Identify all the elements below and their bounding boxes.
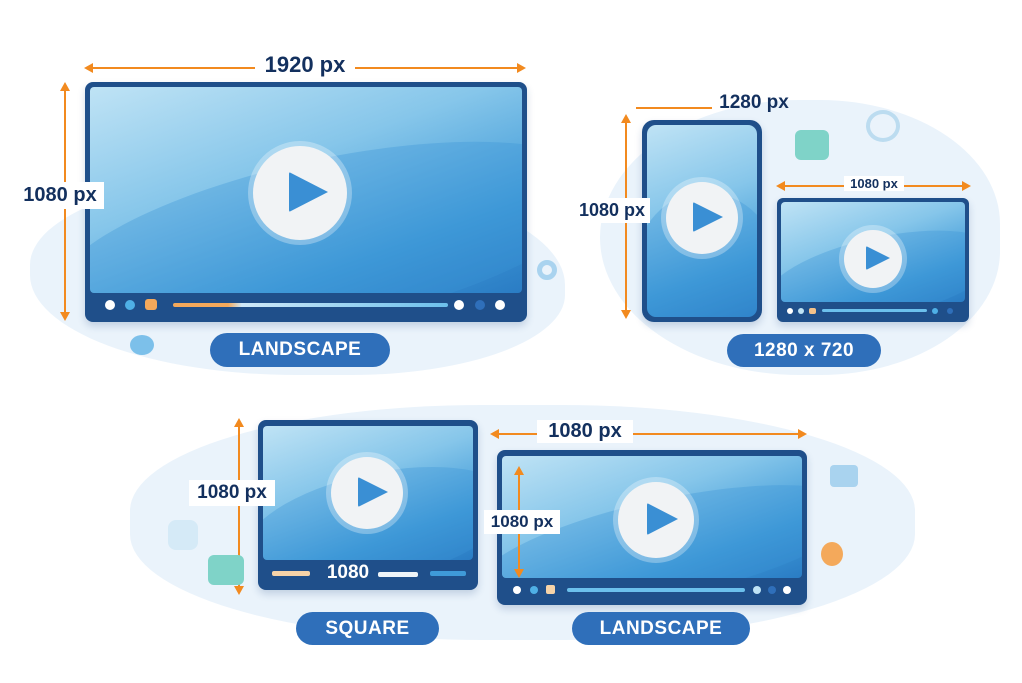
cloud-icon (130, 335, 154, 355)
height-arrow (238, 424, 240, 590)
control-dot[interactable] (798, 308, 804, 314)
height-label: 1080 px (189, 480, 275, 506)
monitor-frame (85, 82, 527, 322)
control-dot[interactable] (947, 308, 953, 314)
arrow-head-icon (514, 569, 524, 578)
arrow-head-icon (60, 312, 70, 321)
arrow-head-icon (621, 310, 631, 319)
width-label: 1080 px (537, 420, 633, 443)
control-dot[interactable] (105, 300, 115, 310)
arrow-head-icon (798, 429, 807, 439)
progress-bar[interactable] (173, 303, 448, 307)
control-dot[interactable] (787, 308, 793, 314)
control-dot[interactable] (454, 300, 464, 310)
control-bar[interactable] (430, 571, 466, 576)
clock-icon (821, 542, 843, 566)
bar-text: 1080 (326, 562, 370, 583)
play-button-icon[interactable] (618, 482, 694, 558)
play-button-icon[interactable] (253, 146, 347, 240)
width-line (636, 107, 712, 109)
control-dot[interactable] (495, 300, 505, 310)
play-button-icon[interactable] (844, 230, 902, 288)
resolution-badge: 1280 x 720 (727, 334, 881, 367)
control-dot[interactable] (783, 586, 791, 594)
control-dot[interactable] (475, 300, 485, 310)
square-device-frame: 1080 (258, 420, 478, 590)
magnifier-icon (866, 110, 900, 142)
arrow-head-icon (776, 181, 785, 191)
arrow-head-icon (234, 586, 244, 595)
height-label: 1080 px (574, 198, 650, 223)
arrow-head-icon (514, 466, 524, 475)
width-arrow (494, 433, 802, 435)
chat-bubble-icon (795, 130, 829, 160)
arrow-head-icon (962, 181, 971, 191)
control-bar[interactable] (378, 572, 418, 577)
phone-frame (642, 120, 762, 322)
play-button-icon[interactable] (331, 457, 403, 529)
control-dot[interactable] (530, 586, 538, 594)
control-dot[interactable] (145, 299, 157, 310)
control-dot[interactable] (753, 586, 761, 594)
play-button-icon[interactable] (666, 182, 738, 254)
progress-bar[interactable] (567, 588, 745, 592)
control-dot[interactable] (932, 308, 938, 314)
arrow-head-icon (234, 418, 244, 427)
control-bar[interactable] (272, 571, 310, 576)
arrow-head-icon (490, 429, 499, 439)
landscape-badge: LANDSCAPE (210, 333, 390, 367)
control-dot[interactable] (513, 586, 521, 594)
width-label: 1920 px (255, 52, 355, 78)
landscape-badge: LANDSCAPE (572, 612, 750, 645)
inner-height-label: 1080 px (484, 510, 560, 534)
message-icon (168, 520, 198, 550)
control-dot[interactable] (809, 308, 816, 314)
landscape-device-frame (497, 450, 807, 605)
arrow-head-icon (621, 114, 631, 123)
bag-icon (208, 555, 244, 585)
card-icon (830, 465, 858, 487)
arrow-head-icon (517, 63, 526, 73)
progress-bar[interactable] (822, 309, 927, 312)
control-dot[interactable] (768, 586, 776, 594)
control-dot[interactable] (125, 300, 135, 310)
tablet-frame (777, 198, 969, 322)
control-dot[interactable] (546, 585, 555, 594)
height-label: 1080 px (16, 182, 104, 209)
width-label: 1280 px (719, 92, 789, 113)
arrow-head-icon (84, 63, 93, 73)
arrow-head-icon (60, 82, 70, 91)
square-badge: SQUARE (296, 612, 439, 645)
gear-icon (537, 260, 557, 280)
inner-width-label: 1080 px (844, 176, 904, 191)
